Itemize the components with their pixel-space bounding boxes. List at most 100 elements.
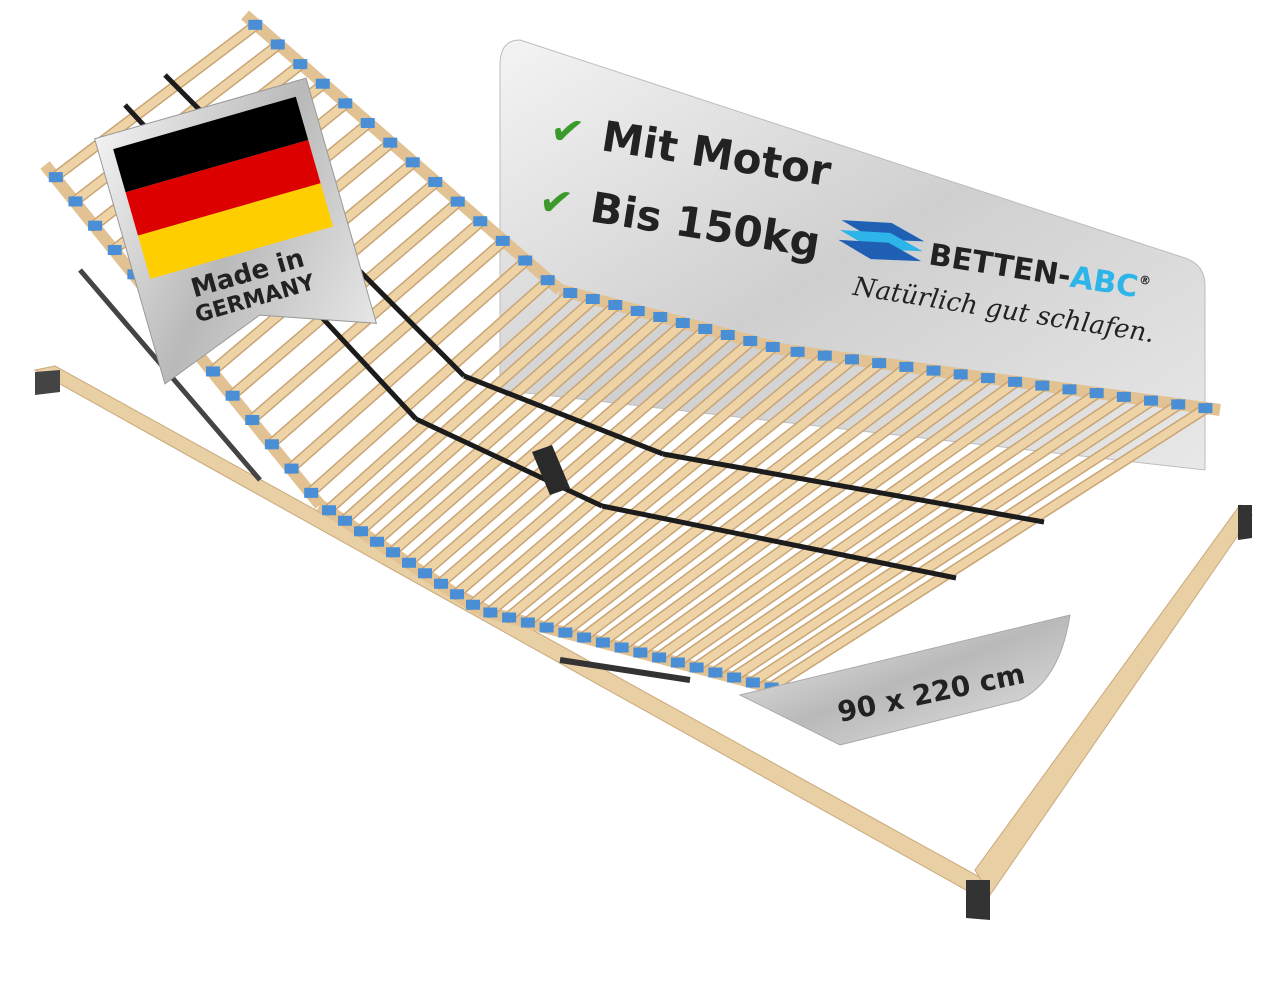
- slat-cap: [670, 657, 685, 668]
- slat-cap: [264, 439, 279, 450]
- slat: [635, 377, 1021, 657]
- slat: [747, 400, 1184, 687]
- slat-cap: [466, 599, 480, 610]
- slat: [306, 276, 553, 497]
- slat-cap: [107, 245, 122, 255]
- slat-cap: [354, 526, 368, 537]
- slat: [691, 389, 1102, 672]
- slat: [404, 319, 688, 567]
- slat: [616, 374, 993, 652]
- slat-cap: [450, 589, 464, 600]
- slat-cap: [450, 196, 465, 207]
- slat: [522, 355, 857, 627]
- slat-cap: [558, 627, 573, 638]
- slat-cap: [88, 220, 103, 231]
- slat-cap: [293, 59, 308, 70]
- slat: [50, 20, 261, 182]
- slat: [324, 289, 576, 515]
- slat-cap: [284, 463, 299, 474]
- slat-cap: [727, 672, 742, 683]
- slat-cap: [577, 632, 592, 643]
- slat: [504, 351, 830, 622]
- slat: [710, 392, 1129, 677]
- slat-cap: [1035, 380, 1050, 391]
- german-flag-icon: [113, 96, 334, 279]
- slat-cap: [402, 557, 416, 568]
- slat-cap: [899, 361, 914, 372]
- slatted-frame: [40, 10, 1221, 696]
- slat: [356, 301, 621, 536]
- slat-cap: [245, 415, 260, 425]
- slat-cap: [1144, 395, 1159, 406]
- slat-cap: [304, 487, 319, 498]
- slat-cap: [1171, 399, 1186, 410]
- slat: [286, 256, 531, 473]
- slat-cap: [653, 312, 668, 322]
- slat-cap: [360, 118, 375, 129]
- info-sign: ✔ Mit Motor ✔ Bis 150kg BETTEN-ABC® Natü…: [499, 39, 1206, 471]
- slat-cap: [483, 607, 498, 618]
- slat-cap: [708, 667, 723, 678]
- slat-cap: [225, 390, 240, 401]
- slat: [340, 295, 598, 525]
- slat-cap: [205, 366, 220, 377]
- slat: [452, 337, 756, 599]
- slat-cap: [434, 578, 448, 589]
- checkmark-icon: ✔: [536, 178, 576, 227]
- slat-cap: [675, 318, 690, 328]
- slat-cap: [315, 78, 330, 89]
- slat: [541, 359, 885, 632]
- slat-cap: [338, 515, 352, 526]
- motor-arm: [559, 657, 691, 683]
- slat: [766, 404, 1211, 692]
- slat-cap: [743, 336, 758, 346]
- slat-cap: [495, 235, 510, 246]
- belt: [662, 451, 1045, 525]
- slat-cap: [585, 294, 600, 304]
- slat-cap: [1062, 384, 1077, 395]
- slat-cap: [595, 637, 610, 648]
- slat-cap: [1198, 403, 1213, 414]
- slat-cap: [338, 98, 353, 109]
- slat-cap: [68, 196, 83, 207]
- layers-icon: [838, 220, 925, 262]
- slat-cap: [248, 19, 263, 30]
- slat-cap: [270, 39, 285, 50]
- slat-cap: [386, 547, 400, 558]
- slat-cap: [1089, 388, 1104, 399]
- slat: [729, 396, 1157, 682]
- slat-cap: [502, 612, 517, 623]
- slat-cap: [518, 255, 533, 266]
- slat-cap: [1008, 376, 1023, 387]
- made-in-germany-badge: Made in GERMANY: [93, 77, 378, 385]
- slat-cap: [418, 568, 432, 579]
- slat-cap: [405, 157, 420, 168]
- slat: [672, 385, 1075, 667]
- slat: [579, 366, 939, 642]
- slat-cap: [633, 647, 648, 658]
- slat-cap: [720, 330, 735, 340]
- slat-cap: [539, 622, 554, 633]
- slat-cap: [48, 172, 63, 183]
- slat-cap: [520, 617, 535, 628]
- slat: [436, 331, 733, 588]
- slat-cap: [383, 137, 398, 148]
- slat-cap: [614, 642, 629, 653]
- slat-cap: [745, 677, 760, 688]
- slat: [420, 325, 711, 578]
- slat-cap: [980, 373, 995, 384]
- slat: [468, 343, 778, 609]
- slat: [372, 307, 643, 546]
- slat-cap: [563, 288, 578, 298]
- slat: [266, 236, 508, 449]
- slat-cap: [817, 350, 832, 361]
- checkmark-icon: ✔: [547, 107, 587, 156]
- slat: [485, 347, 803, 617]
- slat-cap: [608, 300, 623, 310]
- slat-cap: [953, 369, 968, 380]
- slat: [597, 370, 966, 647]
- slat-cap: [698, 324, 713, 334]
- slat-cap: [630, 306, 645, 316]
- slat-cap: [540, 275, 555, 286]
